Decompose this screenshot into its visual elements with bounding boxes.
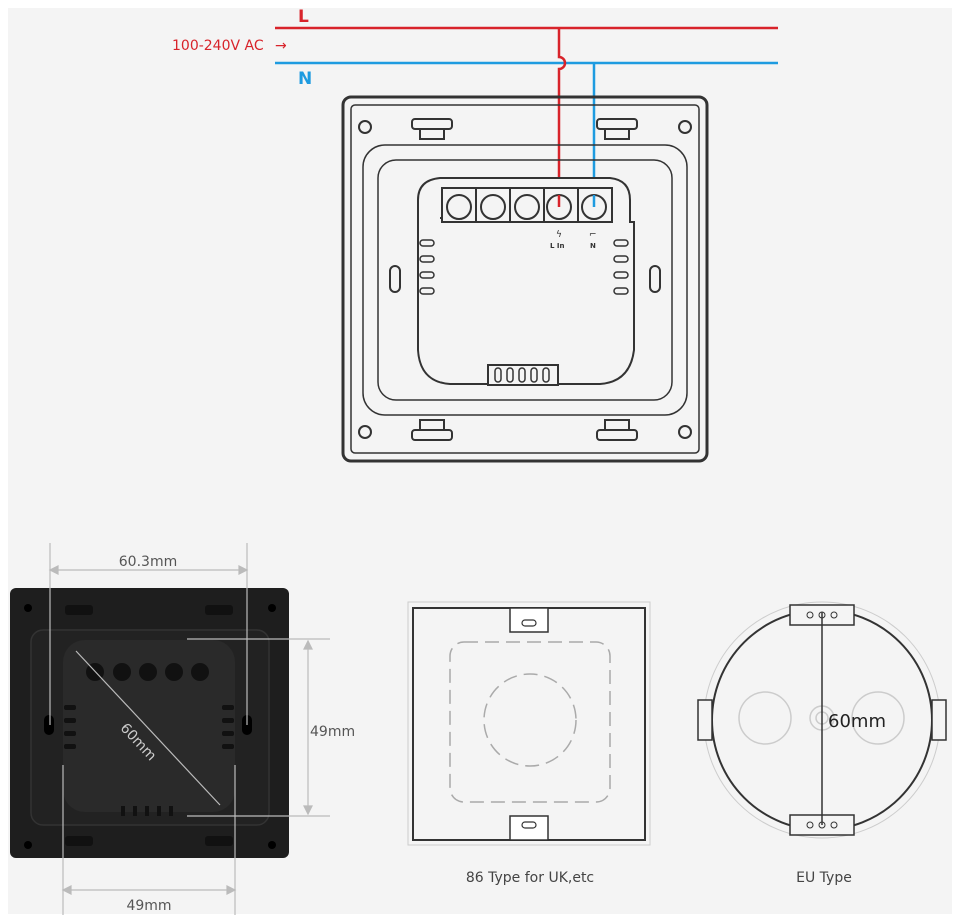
eu-round-box: 60mm EU Type xyxy=(697,601,947,886)
terminal-2 xyxy=(480,194,506,220)
height-dimension: 49mm xyxy=(310,724,355,740)
terminal-block xyxy=(441,187,613,223)
width-dimension: 49mm xyxy=(126,898,171,914)
live-label: L xyxy=(298,7,309,27)
terminal-1 xyxy=(446,194,472,220)
terminal-n-label: N xyxy=(590,242,596,250)
eu-diameter-dimension: 60mm xyxy=(828,711,886,732)
lightning-icon: ϟ xyxy=(556,230,562,240)
terminal-3 xyxy=(514,194,540,220)
wiring-section: L 100-240V AC → N xyxy=(172,7,778,207)
arrow-icon: → xyxy=(275,38,287,54)
switch-back-outline xyxy=(341,95,709,463)
load-icon: ⌐ xyxy=(589,230,597,240)
eu-box-caption: EU Type xyxy=(796,870,852,886)
neutral-label: N xyxy=(298,69,312,89)
uk-86-box: 86 Type for UK,etc xyxy=(407,601,651,886)
terminal-l-label: L In xyxy=(550,242,565,250)
uk-box-caption: 86 Type for UK,etc xyxy=(466,870,594,886)
voltage-label: 100-240V AC xyxy=(172,38,264,54)
dark-switch-dimensioned: 60.3mm 49mm 49mm 60mm xyxy=(10,543,355,915)
hole-spacing-dimension: 60.3mm xyxy=(119,554,177,570)
live-drop-wire xyxy=(557,28,567,207)
